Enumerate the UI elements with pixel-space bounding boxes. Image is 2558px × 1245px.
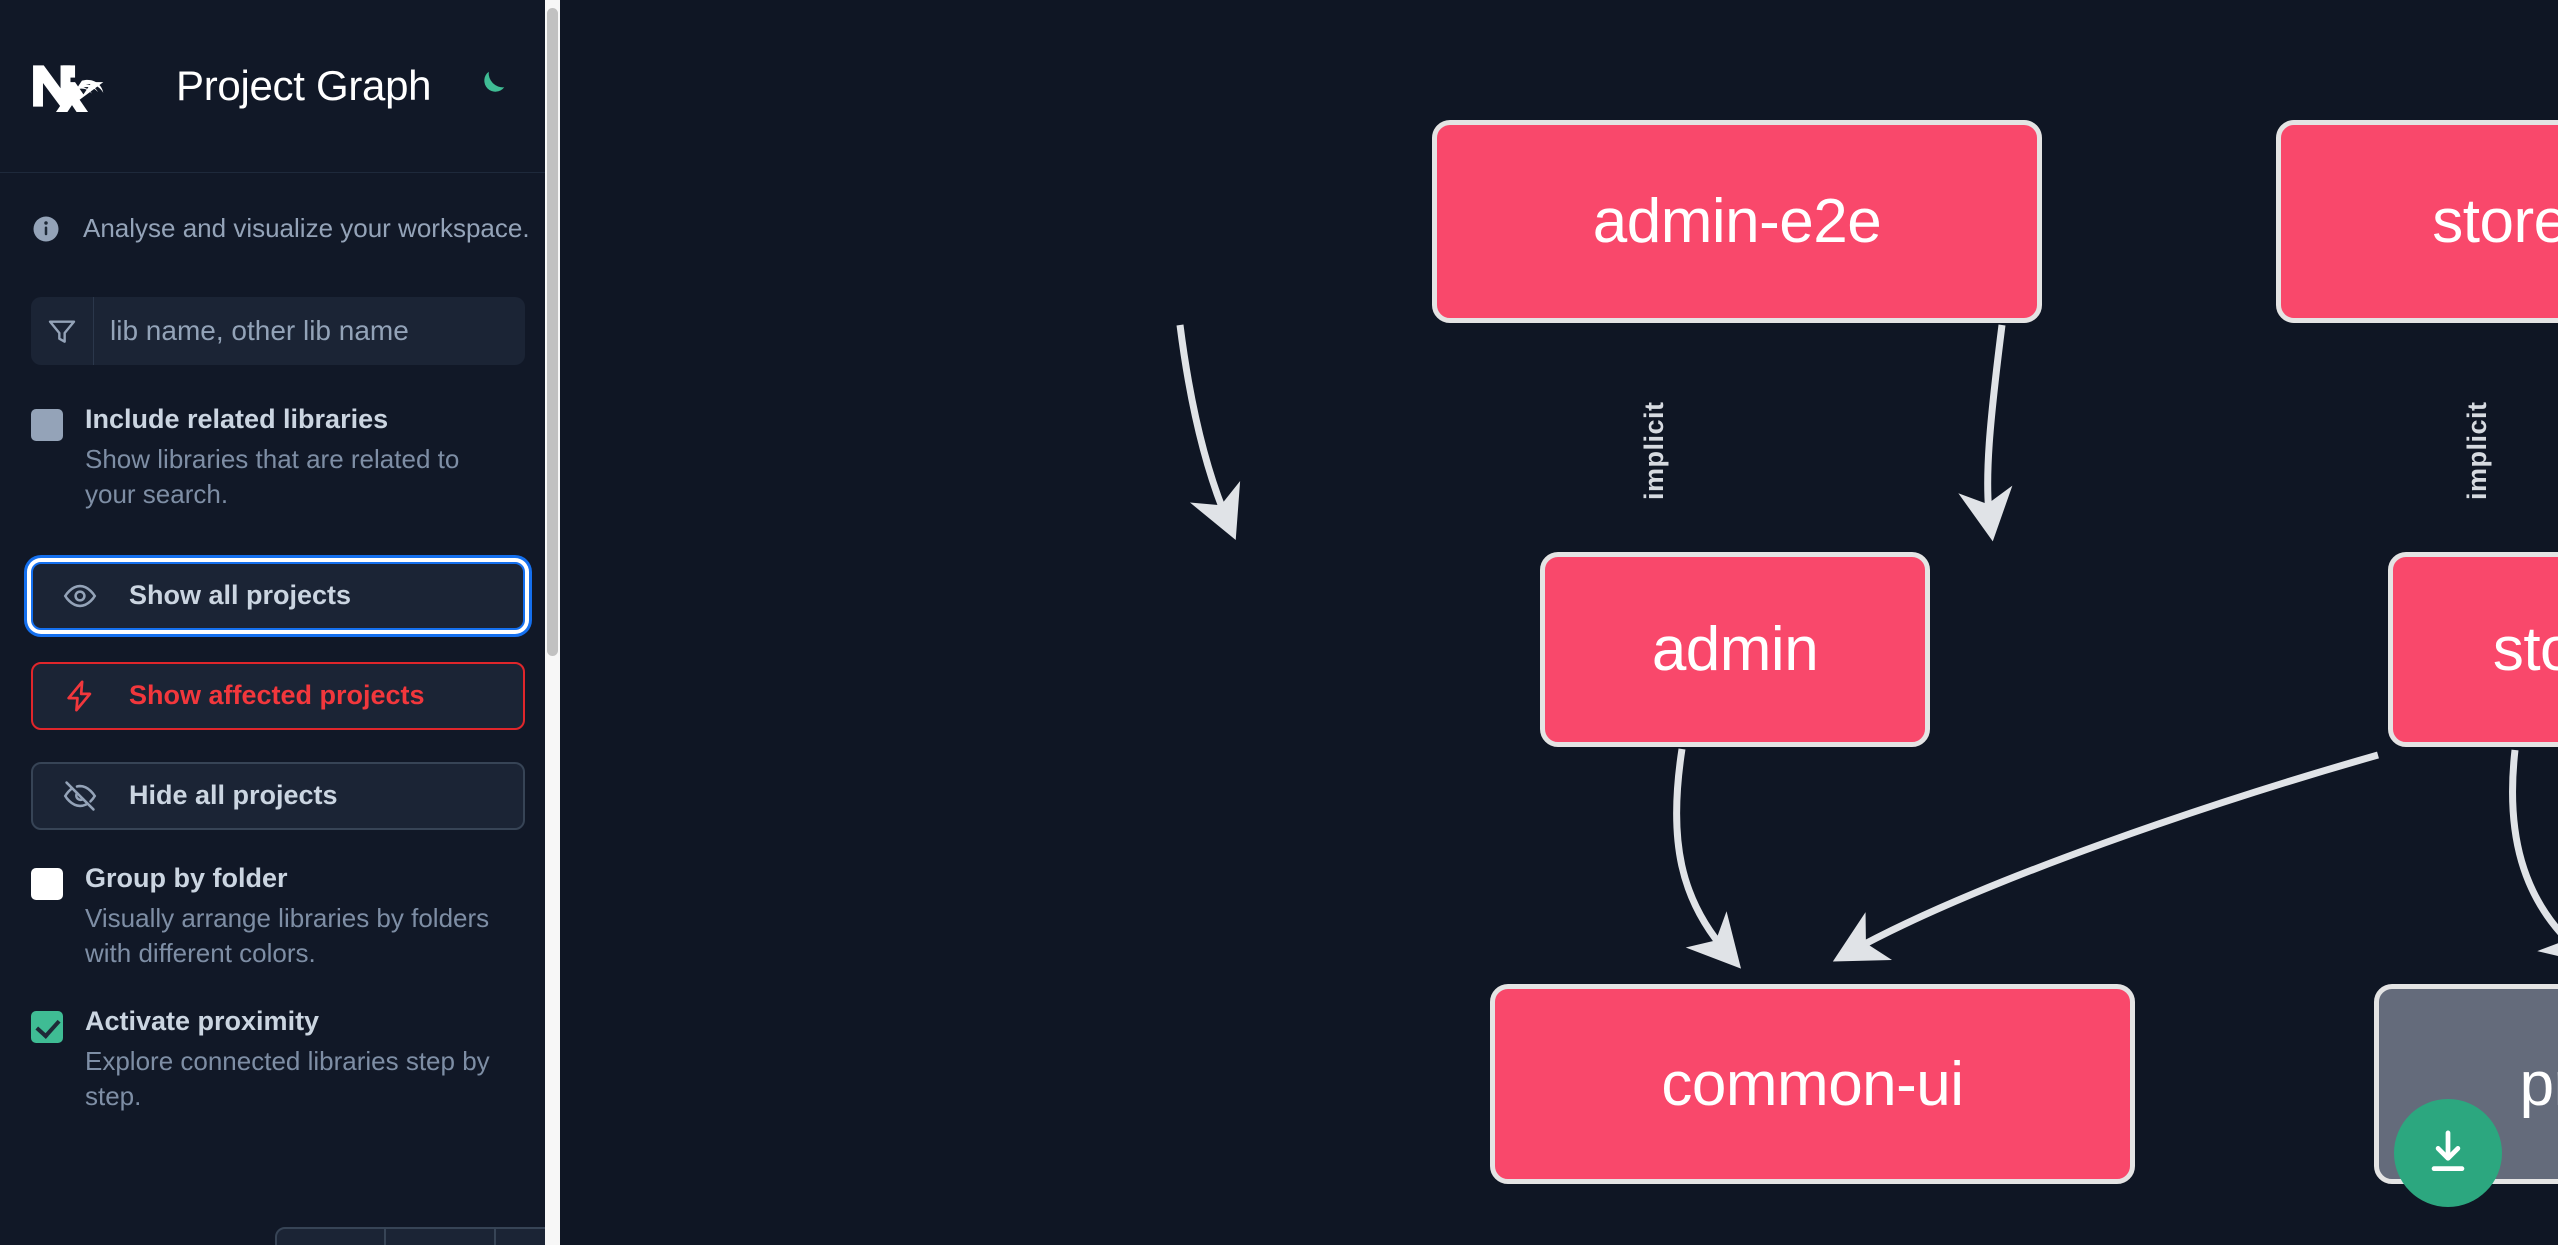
tracing-mode-group[interactable] — [275, 1227, 545, 1245]
node-label: products — [2519, 1049, 2558, 1119]
funnel-icon[interactable] — [31, 297, 94, 365]
node-label: admin-e2e — [1592, 187, 1882, 256]
node-label: store-e2e — [2432, 187, 2558, 256]
option-body: Activate proximity Explore connected lib… — [85, 1005, 505, 1114]
node-label: store — [2492, 615, 2558, 684]
tagline-text: Analyse and visualize your workspace. — [83, 213, 530, 243]
option-label: Include related libraries — [85, 404, 389, 434]
edge-store-e2e-to-store — [1958, 324, 2013, 542]
option-include-related-libraries[interactable]: Include related libraries Show libraries… — [0, 403, 545, 512]
hide-all-projects-button[interactable]: Hide all projects — [31, 761, 525, 830]
edge-admin-to-common-ui — [1673, 748, 1742, 969]
graph-edges — [1176, 324, 2558, 969]
show-all-projects-button[interactable]: Show all projects — [31, 561, 525, 630]
button-label: Show all projects — [129, 580, 352, 611]
tracing-mode-option-3[interactable] — [496, 1229, 545, 1245]
option-label: Activate proximity — [85, 1005, 320, 1036]
button-label: Hide all projects — [129, 780, 338, 811]
info-icon — [31, 214, 61, 244]
activate-proximity-checkbox[interactable] — [31, 1010, 63, 1043]
tagline: Analyse and visualize your workspace. — [0, 173, 545, 244]
eye-icon — [63, 579, 103, 613]
graph-node-common-ui[interactable]: common-ui — [1490, 984, 2135, 1184]
include-related-libraries-checkbox[interactable] — [31, 409, 63, 441]
edge-store-to-common-ui — [1832, 751, 2379, 962]
graph-node-admin-e2e[interactable]: admin-e2e — [1432, 120, 2042, 323]
button-label: Show affected projects — [129, 680, 425, 711]
option-activate-proximity[interactable]: Activate proximity Explore connected lib… — [0, 1005, 545, 1114]
sidebar-scroll-area: Project Graph Analyse and visualize yo — [0, 0, 545, 1245]
tracing-mode-option-1[interactable] — [277, 1229, 387, 1245]
search-input[interactable] — [94, 297, 525, 365]
sidebar: Project Graph Analyse and visualize yo — [0, 0, 560, 1245]
node-label: admin — [1651, 615, 1819, 684]
edge-admin-e2e-to-admin — [1176, 324, 1241, 541]
edge-store-to-products — [2509, 749, 2558, 965]
lightning-bolt-icon — [63, 679, 103, 713]
option-body: Group by folder Visually arrange librari… — [85, 862, 505, 971]
moon-icon[interactable] — [469, 65, 511, 107]
option-group-by-folder[interactable]: Group by folder Visually arrange librari… — [0, 862, 545, 971]
graph-node-store-e2e[interactable]: store-e2e — [2276, 120, 2558, 323]
node-label: common-ui — [1661, 1049, 1964, 1119]
option-body: Include related libraries Show libraries… — [85, 403, 505, 512]
nx-logo-icon — [30, 59, 114, 113]
project-action-buttons: Show all projects Show affected projects — [0, 561, 545, 830]
download-button[interactable] — [2394, 1099, 2502, 1207]
option-description: Show libraries that are related to your … — [85, 443, 460, 509]
option-label: Group by folder — [85, 862, 288, 893]
sidebar-scrollbar-thumb[interactable] — [547, 8, 558, 656]
eye-off-icon — [63, 779, 103, 813]
sidebar-scrollbar[interactable] — [545, 0, 560, 1245]
show-affected-projects-button[interactable]: Show affected projects — [31, 661, 525, 730]
group-by-folder-checkbox[interactable] — [31, 867, 63, 900]
sidebar-header: Project Graph — [0, 0, 545, 173]
graph-node-admin[interactable]: admin — [1540, 552, 1930, 747]
graph-node-store[interactable]: store — [2388, 552, 2558, 747]
graph-canvas[interactable]: admin-e2e store-e2e admin store common-u… — [560, 0, 2558, 1245]
filter-field[interactable] — [31, 297, 525, 365]
option-description: Explore connected libraries step by step… — [85, 1045, 490, 1111]
page-title: Project Graph — [176, 62, 432, 109]
tracing-mode-option-2[interactable] — [386, 1229, 496, 1245]
download-icon — [2421, 1125, 2475, 1182]
option-description: Visually arrange libraries by folders wi… — [85, 902, 490, 968]
